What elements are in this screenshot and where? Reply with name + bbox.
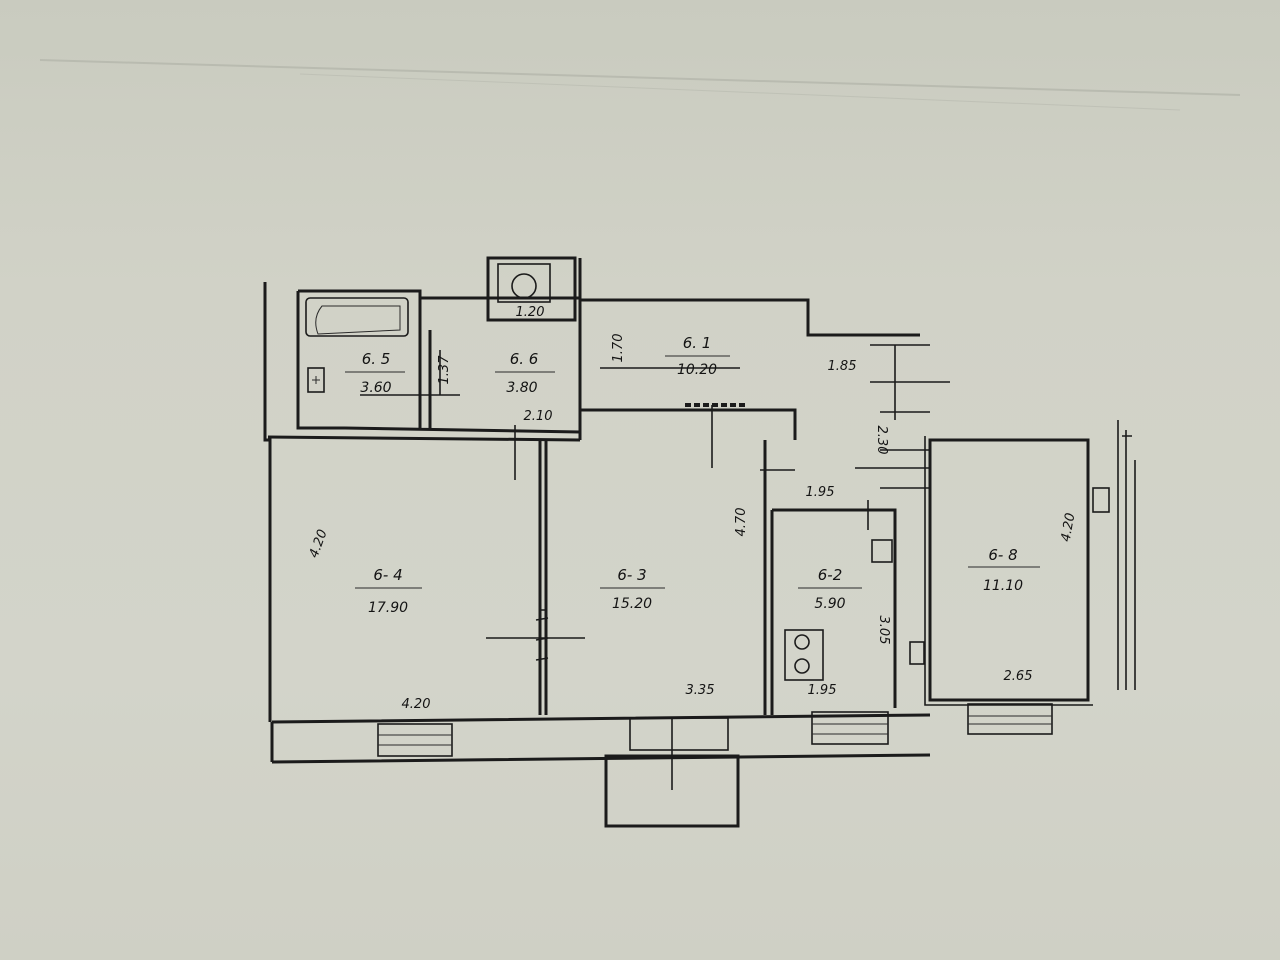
dim-room8-height: 4.20 [1059, 512, 1079, 543]
outer-walls [263, 256, 931, 764]
room8-walls [928, 438, 1090, 702]
bottom-exterior-wall [270, 713, 931, 764]
room8-inner-line [924, 436, 1093, 706]
bathtub-icon [305, 297, 409, 337]
hall-ledge [760, 448, 930, 471]
svg-text:6- 8: 6- 8 [988, 546, 1017, 564]
dimension-labels: 1.20 1.37 1.70 1.85 2.30 2.10 1.95 4.70 … [307, 305, 1079, 712]
dim-room3-width: 3.35 [686, 683, 715, 698]
dim-corridor: 2.10 [524, 409, 553, 424]
dim-kitchen-depth: 3.05 [876, 616, 891, 645]
svg-text:6. 6: 6. 6 [510, 350, 539, 368]
svg-text:10.20: 10.20 [677, 362, 717, 378]
room-labels: 6. 5 3.60 6. 6 3.80 6. 1 10.20 6- 4 17.9… [345, 334, 1040, 616]
room-label-6-6: 6. 6 3.80 [495, 350, 555, 396]
dim-kitchen-top: 1.95 [806, 485, 835, 500]
dim-hall-height: 1.70 [611, 334, 626, 363]
svg-text:15.20: 15.20 [612, 596, 652, 612]
dim-hall-right: 1.85 [828, 359, 857, 374]
dim-room4-height: 4.20 [307, 528, 331, 560]
entrance-marks [870, 344, 1136, 690]
dim-kitchen-width: 1.95 [808, 683, 837, 698]
room-label-6-2: 6-2 5.90 [798, 566, 862, 612]
room-label-6-1: 6. 1 10.20 [665, 334, 730, 378]
paper-streaks [39, 59, 1241, 111]
window-room3 [629, 717, 729, 751]
wc-niche [486, 256, 577, 322]
svg-text:3.80: 3.80 [506, 380, 537, 396]
dim-hall-side: 2.30 [874, 426, 889, 455]
svg-text:6-2: 6-2 [818, 566, 843, 584]
door-ticks [360, 350, 869, 661]
window-kitchen [811, 711, 889, 745]
toilet-icon [497, 263, 551, 303]
room-label-6-3: 6- 3 15.20 [600, 566, 665, 612]
windows [377, 703, 1053, 757]
svg-text:5.90: 5.90 [814, 596, 845, 612]
dim-wc-width: 1.20 [516, 305, 545, 320]
fixtures [305, 263, 893, 681]
room-label-6-4: 6- 4 17.90 [355, 566, 422, 616]
window-room8 [967, 703, 1053, 735]
svg-text:6- 3: 6- 3 [617, 566, 646, 584]
hall-top-wall [578, 258, 797, 440]
corridor-bottom-wall [267, 410, 582, 442]
dim-room3-height: 4.70 [734, 508, 749, 537]
svg-text:6- 4: 6- 4 [373, 566, 402, 584]
svg-text:11.10: 11.10 [983, 578, 1023, 594]
kitchen-sink-icon [871, 539, 893, 563]
room-label-6-8: 6- 8 11.10 [968, 546, 1040, 594]
svg-text:3.60: 3.60 [360, 380, 391, 396]
stove-icon [784, 629, 824, 681]
dim-room4-width: 4.20 [402, 697, 431, 712]
sink-icon [307, 367, 325, 393]
wall-bath-wc [296, 291, 581, 434]
room-label-6-5: 6. 5 3.60 [345, 350, 405, 396]
wall-room3-kitchen [763, 440, 774, 715]
svg-text:6. 5: 6. 5 [362, 350, 391, 368]
kitchen-top-wall [772, 508, 897, 708]
dim-wc-passage: 1.37 [437, 355, 452, 385]
wall-room4-room3 [538, 440, 548, 715]
window-room4 [377, 723, 453, 757]
dim-room8-width: 2.65 [1004, 669, 1033, 684]
svg-text:6. 1: 6. 1 [683, 334, 712, 352]
left-exterior-wall [263, 282, 272, 722]
interior-walls [296, 291, 1093, 715]
svg-text:17.90: 17.90 [368, 600, 408, 616]
